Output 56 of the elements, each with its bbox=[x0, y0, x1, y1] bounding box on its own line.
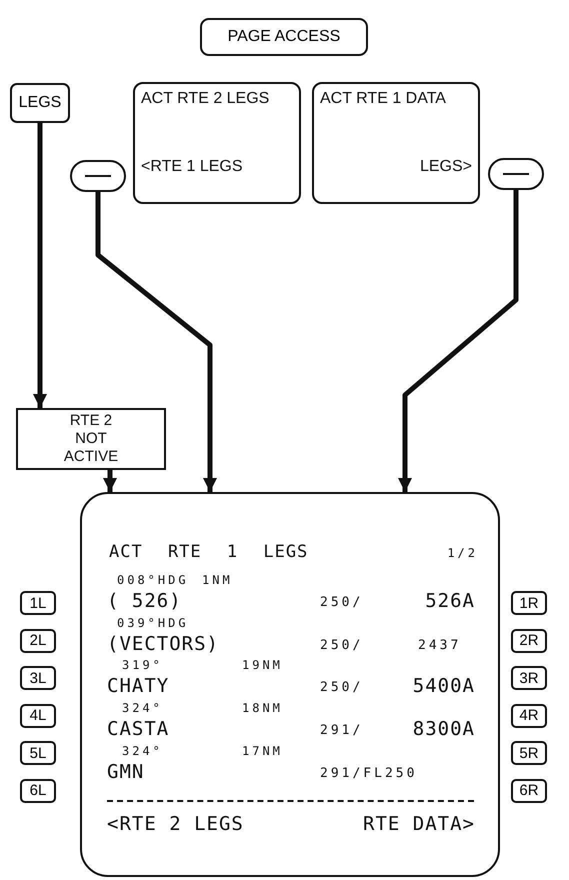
screen-text: 526A bbox=[425, 590, 475, 612]
arrow bbox=[398, 190, 518, 492]
screen-text: ( 526) bbox=[107, 590, 182, 612]
line-select-key: 4L bbox=[20, 704, 56, 728]
screen-text: 250/ bbox=[320, 638, 364, 653]
prompt-text: <RTE 1 LEGS bbox=[141, 158, 243, 176]
arrow bbox=[96, 192, 217, 492]
arrow bbox=[33, 123, 47, 408]
screen-text: <RTE 2 LEGS bbox=[107, 813, 244, 835]
line-select-key: 1R bbox=[511, 591, 547, 615]
line-select-key: 6L bbox=[20, 778, 56, 802]
screen-text: 324° bbox=[122, 744, 163, 758]
line-select-key: 1L bbox=[20, 591, 56, 615]
function-key: LEGS bbox=[10, 83, 70, 123]
line-select-key: 4R bbox=[511, 704, 547, 728]
screen-text: ACT RTE 1 LEGS bbox=[109, 542, 308, 562]
line-select-key: 3R bbox=[511, 666, 547, 690]
screen-page-box bbox=[312, 82, 480, 204]
line-select-key: 3L bbox=[20, 666, 56, 690]
screen-text: CHATY bbox=[107, 675, 170, 697]
line-select-key: 5L bbox=[20, 741, 56, 765]
screen-text: 291/FL250 bbox=[320, 766, 418, 781]
screen-text: 8300A bbox=[412, 718, 475, 740]
line-select-key: 2R bbox=[511, 628, 547, 652]
line-select-key: 2L bbox=[20, 628, 56, 652]
screen-text: 324° bbox=[122, 701, 163, 715]
screen-text: 17NM bbox=[242, 744, 283, 758]
screen-text: 291/ bbox=[320, 723, 364, 738]
screen-text: 039°HDG bbox=[117, 616, 189, 630]
screen-page-box bbox=[133, 82, 301, 204]
prompt-text: LEGS> bbox=[420, 158, 472, 176]
screen-text: 1NM bbox=[202, 573, 233, 587]
screen-text: (VECTORS) bbox=[107, 633, 219, 655]
arrow bbox=[103, 470, 117, 492]
screen-text: GMN bbox=[107, 761, 144, 783]
line-select-key: 5R bbox=[511, 741, 547, 765]
display-screen bbox=[80, 492, 500, 877]
page-title: ACT RTE 1 DATA bbox=[320, 90, 446, 108]
note-box bbox=[16, 408, 166, 470]
screen-text: 1/2 bbox=[447, 546, 478, 560]
screen-text: 19NM bbox=[242, 658, 283, 672]
heading-box: PAGE ACCESS bbox=[200, 18, 368, 56]
screen-text: 18NM bbox=[242, 701, 283, 715]
screen-text: 2437 bbox=[418, 638, 462, 653]
screen-text: CASTA bbox=[107, 718, 170, 740]
page-title: ACT RTE 2 LEGS bbox=[141, 90, 270, 108]
line-select-key bbox=[488, 158, 544, 190]
screen-text: 319° bbox=[122, 658, 163, 672]
screen-text: 5400A bbox=[412, 675, 475, 697]
screen-text: 250/ bbox=[320, 595, 364, 610]
screen-text: 008°HDG bbox=[117, 573, 189, 587]
line-select-key bbox=[70, 160, 126, 192]
screen-text: 250/ bbox=[320, 680, 364, 695]
note-text: RTE 2 NOT ACTIVE bbox=[62, 412, 120, 466]
line-select-key: 6R bbox=[511, 778, 547, 802]
screen-text: RTE DATA> bbox=[363, 813, 475, 835]
